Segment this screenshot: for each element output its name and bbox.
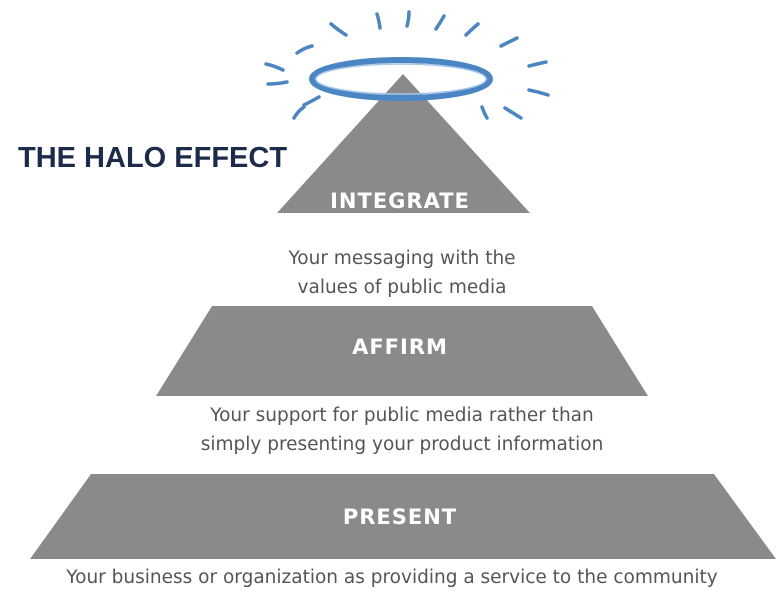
- ray-13: [266, 80, 289, 86]
- radiating-rays-icon: [264, 10, 550, 120]
- tier-present-shape: [30, 474, 776, 559]
- ray-10: [503, 106, 523, 120]
- ray-4: [405, 10, 411, 28]
- ray-3: [375, 12, 382, 30]
- tier-label-affirm: AFFIRM: [352, 335, 448, 359]
- ray-12: [302, 95, 321, 107]
- ray-11: [480, 105, 489, 120]
- tier-integrate-shape: [277, 74, 530, 213]
- ray-2: [329, 22, 348, 37]
- caption-line: Your business or organization as providi…: [66, 567, 718, 588]
- tier-caption-present: Your business or organization as providi…: [2, 563, 782, 592]
- caption-line: values of public media: [297, 277, 507, 298]
- tier-label-integrate: INTEGRATE: [330, 189, 470, 213]
- caption-line: Your support for public media rather tha…: [210, 405, 594, 426]
- ray-8: [527, 60, 548, 68]
- tier-caption-affirm: Your support for public media rather tha…: [100, 401, 704, 459]
- halo-ring-outer: [309, 57, 493, 101]
- ray-7: [499, 36, 519, 48]
- ray-15: [292, 105, 306, 120]
- ray-14: [264, 62, 285, 72]
- ray-6: [464, 22, 480, 37]
- tier-label-present: PRESENT: [342, 505, 458, 529]
- halo-icon: [309, 57, 493, 101]
- ray-9: [527, 88, 550, 97]
- ray-5: [434, 14, 446, 31]
- caption-line: simply presenting your product informati…: [200, 434, 604, 455]
- tier-affirm-shape: [156, 306, 648, 396]
- halo-ring-inner: [315, 63, 487, 95]
- caption-line: Your messaging with the: [288, 248, 516, 269]
- page-title: THE HALO EFFECT: [18, 142, 288, 174]
- ray-1: [295, 44, 314, 55]
- tier-caption-integrate: Your messaging with the values of public…: [200, 244, 604, 302]
